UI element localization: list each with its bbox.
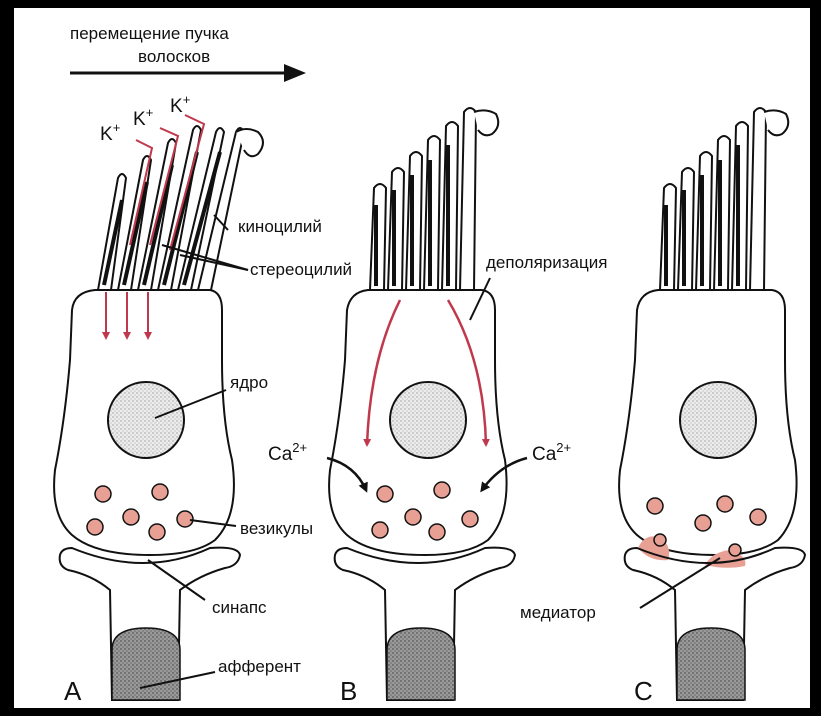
afferent-terminal-b: [335, 548, 515, 700]
k-ion-2: K+: [133, 105, 153, 130]
panel-label-c: C: [634, 676, 653, 706]
nucleus-c: [680, 382, 756, 458]
label-afferent: афферент: [218, 657, 301, 676]
movement-arrow: [70, 64, 306, 82]
panel-label-b: B: [340, 676, 357, 706]
nucleus-b: [390, 382, 466, 458]
panel-label-a: A: [64, 676, 82, 706]
nucleus-a: [108, 382, 184, 458]
header-line2: волосков: [138, 47, 210, 66]
hair-cell-b: [327, 108, 527, 700]
ca-ion-right: Ca2+: [532, 440, 571, 465]
label-synapse: синапс: [212, 598, 267, 617]
k-ion-3: K+: [170, 92, 190, 117]
label-stereocilia: стереоцилий: [250, 260, 352, 279]
hair-cell-c: [619, 108, 805, 700]
hair-bundle-c: [660, 108, 788, 290]
label-mediator: медиатор: [520, 603, 596, 622]
label-nucleus: ядро: [230, 373, 268, 392]
k-ion-1: K+: [100, 120, 120, 145]
leader-lines-c: [640, 558, 720, 608]
header-line1: перемещение пучка: [70, 24, 229, 43]
afferent-terminal-a: [60, 548, 240, 700]
ca-ion-left: Ca2+: [268, 440, 307, 465]
label-vesicles: везикулы: [240, 519, 313, 538]
label-depolarization: деполяризация: [486, 253, 607, 272]
hair-bundle-b: [370, 108, 498, 290]
label-kinocilium: киноцилий: [238, 217, 322, 236]
